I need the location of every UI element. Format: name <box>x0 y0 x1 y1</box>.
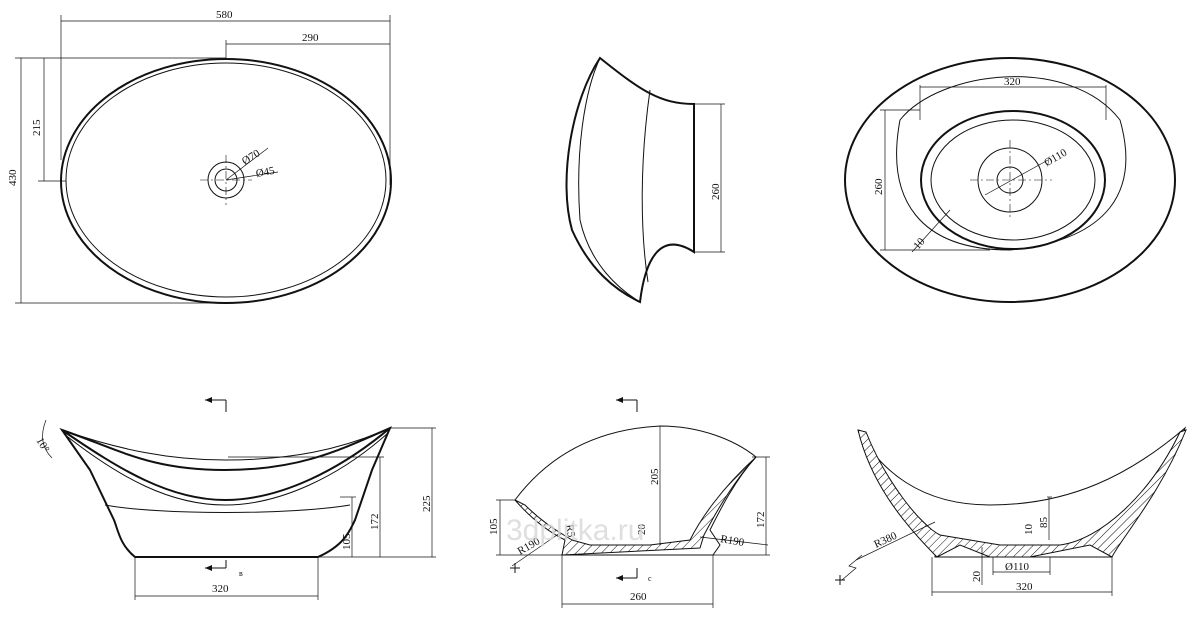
bottom-height-label: 260 <box>873 178 885 195</box>
width-label-580: 580 <box>216 9 233 21</box>
section-c-radius-right: R190 <box>719 533 745 549</box>
top-view: Ø70 Ø45 580 290 430 215 <box>7 9 392 304</box>
watermark: 3dplitka.ru <box>506 514 644 547</box>
section-b-base-width: 320 <box>1016 581 1033 593</box>
section-c-height-172: 172 <box>755 512 767 529</box>
front-height-105: 105 <box>341 533 353 550</box>
drain-outer-label: Ø70 <box>240 147 263 167</box>
section-c-height-105: 105 <box>488 518 500 535</box>
width-label-290: 290 <box>302 32 319 44</box>
section-c-fillet: R5 <box>563 523 577 538</box>
section-b-base-thickness: 20 <box>971 571 983 583</box>
bottom-foot-outer <box>920 110 1106 250</box>
front-section-mark: в <box>239 569 243 578</box>
front-height-225: 225 <box>421 495 433 512</box>
front-angle-label: 10° <box>33 436 51 455</box>
side-height-label: 260 <box>710 183 722 200</box>
front-view-body <box>59 426 392 558</box>
drain-inner-label: Ø45 <box>255 165 276 180</box>
front-height-172: 172 <box>369 514 381 531</box>
section-b-wall <box>857 429 1187 558</box>
side-view: 260 <box>565 56 725 304</box>
section-b-depth: 85 <box>1038 517 1050 529</box>
section-c-height-205: 205 <box>649 468 661 485</box>
section-c-view: 205 20 172 105 R5 R190 R190 260 c 3dplit… <box>488 397 770 608</box>
bottom-view-outer <box>844 57 1176 303</box>
top-view-rim-inner <box>65 62 387 298</box>
section-c-thickness: 20 <box>636 524 648 536</box>
bottom-drain-label: Ø110 <box>1042 146 1069 169</box>
front-view: в 10° 225 172 105 320 <box>33 397 436 600</box>
height-label-430: 430 <box>7 169 19 186</box>
front-base-width: 320 <box>212 583 229 595</box>
height-label-215: 215 <box>31 119 43 136</box>
bottom-width-label: 320 <box>1004 76 1021 88</box>
section-b-drain: Ø110 <box>1005 561 1030 573</box>
section-c-mark: c <box>648 574 652 583</box>
bottom-view: Ø110 320 260 10 <box>844 57 1176 303</box>
section-b-radius: R380 <box>872 530 899 551</box>
top-view-rim-outer <box>60 58 392 304</box>
side-view-body <box>565 56 695 304</box>
bottom-foot-inner <box>930 119 1096 241</box>
section-b-thickness: 10 <box>1023 524 1035 536</box>
section-b-view: 85 10 20 Ø110 320 R380 <box>835 426 1187 596</box>
section-c-base-width: 260 <box>630 591 647 603</box>
